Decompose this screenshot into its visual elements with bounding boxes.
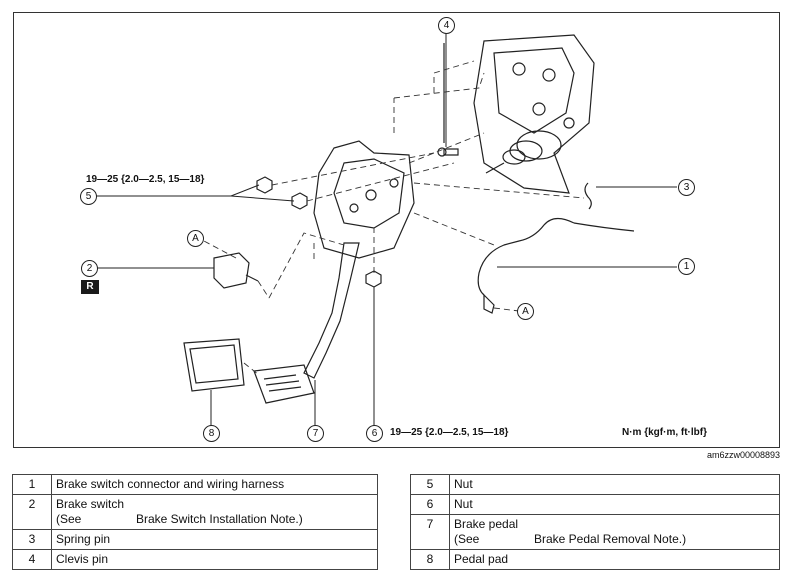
r-badge: R (81, 280, 99, 294)
wiring-harness (477, 217, 575, 296)
legend-num: 5 (410, 474, 450, 495)
ref-a-harness: A (517, 303, 534, 320)
legend-text: Clevis pin (51, 549, 378, 570)
legend-row: 7 Brake pedal (See Brake Pedal Removal No… (410, 514, 780, 550)
legend-num: 8 (410, 549, 450, 570)
legend-num: 6 (410, 494, 450, 515)
firewall-bracket (473, 34, 595, 194)
pedal-pad (183, 338, 245, 392)
nut-5a (256, 176, 273, 194)
brake-pedal-arm (303, 242, 360, 379)
legend-text-multi: Brake pedal (See Brake Pedal Removal Note… (449, 514, 780, 550)
callout-4: 4 (438, 17, 455, 34)
legend-num: 4 (12, 549, 52, 570)
legend-text: Nut (449, 494, 780, 515)
legend-text: Nut (449, 474, 780, 495)
legend-note-line: (See Brake Switch Installation Note.) (56, 512, 373, 527)
legend-num: 7 (410, 514, 450, 550)
legend-text: Pedal pad (449, 549, 780, 570)
callout-3: 3 (678, 179, 695, 196)
legend-see: (See (454, 532, 480, 546)
spring-pin (584, 182, 592, 210)
brake-switch (213, 252, 250, 289)
legend-note: Brake Switch Installation Note.) (136, 512, 303, 526)
clevis-pin (443, 148, 459, 156)
legend-num: 2 (12, 494, 52, 530)
legend-table-left: 1 Brake switch connector and wiring harn… (12, 474, 378, 570)
legend-note-line: (See Brake Pedal Removal Note.) (454, 532, 775, 547)
legend-row: 8 Pedal pad (410, 549, 780, 570)
nut-6 (365, 270, 382, 288)
callout-8: 8 (203, 425, 220, 442)
pedal-bracket (313, 140, 415, 259)
legend-row: 6 Nut (410, 494, 780, 515)
torque-label-nut-5: 19—25 {2.0—2.5, 15—18} (86, 174, 205, 185)
legend-row: 4 Clevis pin (12, 549, 378, 570)
legend-see: (See (56, 512, 82, 526)
callout-2: 2 (81, 260, 98, 277)
legend-row: 2 Brake switch (See Brake Switch Installa… (12, 494, 378, 530)
legend-text: Brake switch connector and wiring harnes… (51, 474, 378, 495)
booster-boot (516, 130, 562, 160)
nut-5b (291, 192, 308, 210)
ref-a-switch: A (187, 230, 204, 247)
exploded-diagram: 19—25 {2.0—2.5, 15—18} 19—25 {2.0—2.5, 1… (13, 12, 780, 448)
legend-num: 1 (12, 474, 52, 495)
torque-label-nut-6: 19—25 {2.0—2.5, 15—18} (390, 427, 509, 438)
figure-id: am6zzw00008893 (706, 450, 780, 460)
legend-text-multi: Brake switch (See Brake Switch Installati… (51, 494, 378, 530)
legend-row: 3 Spring pin (12, 529, 378, 550)
torque-units: N·m {kgf·m, ft·lbf} (622, 427, 707, 438)
legend-text: Spring pin (51, 529, 378, 550)
legend-row: 5 Nut (410, 474, 780, 495)
callout-7: 7 (307, 425, 324, 442)
legend-row: 1 Brake switch connector and wiring harn… (12, 474, 378, 495)
legend-num: 3 (12, 529, 52, 550)
callout-5: 5 (80, 188, 97, 205)
legend-table-right: 5 Nut 6 Nut 7 Brake pedal (See Brake Peda… (410, 474, 780, 570)
legend-text: Brake switch (56, 497, 125, 511)
legend-text: Brake pedal (454, 517, 519, 531)
callout-6: 6 (366, 425, 383, 442)
diagram-drawing (94, 33, 677, 426)
legend-note: Brake Pedal Removal Note.) (534, 532, 687, 546)
callout-1: 1 (678, 258, 695, 275)
